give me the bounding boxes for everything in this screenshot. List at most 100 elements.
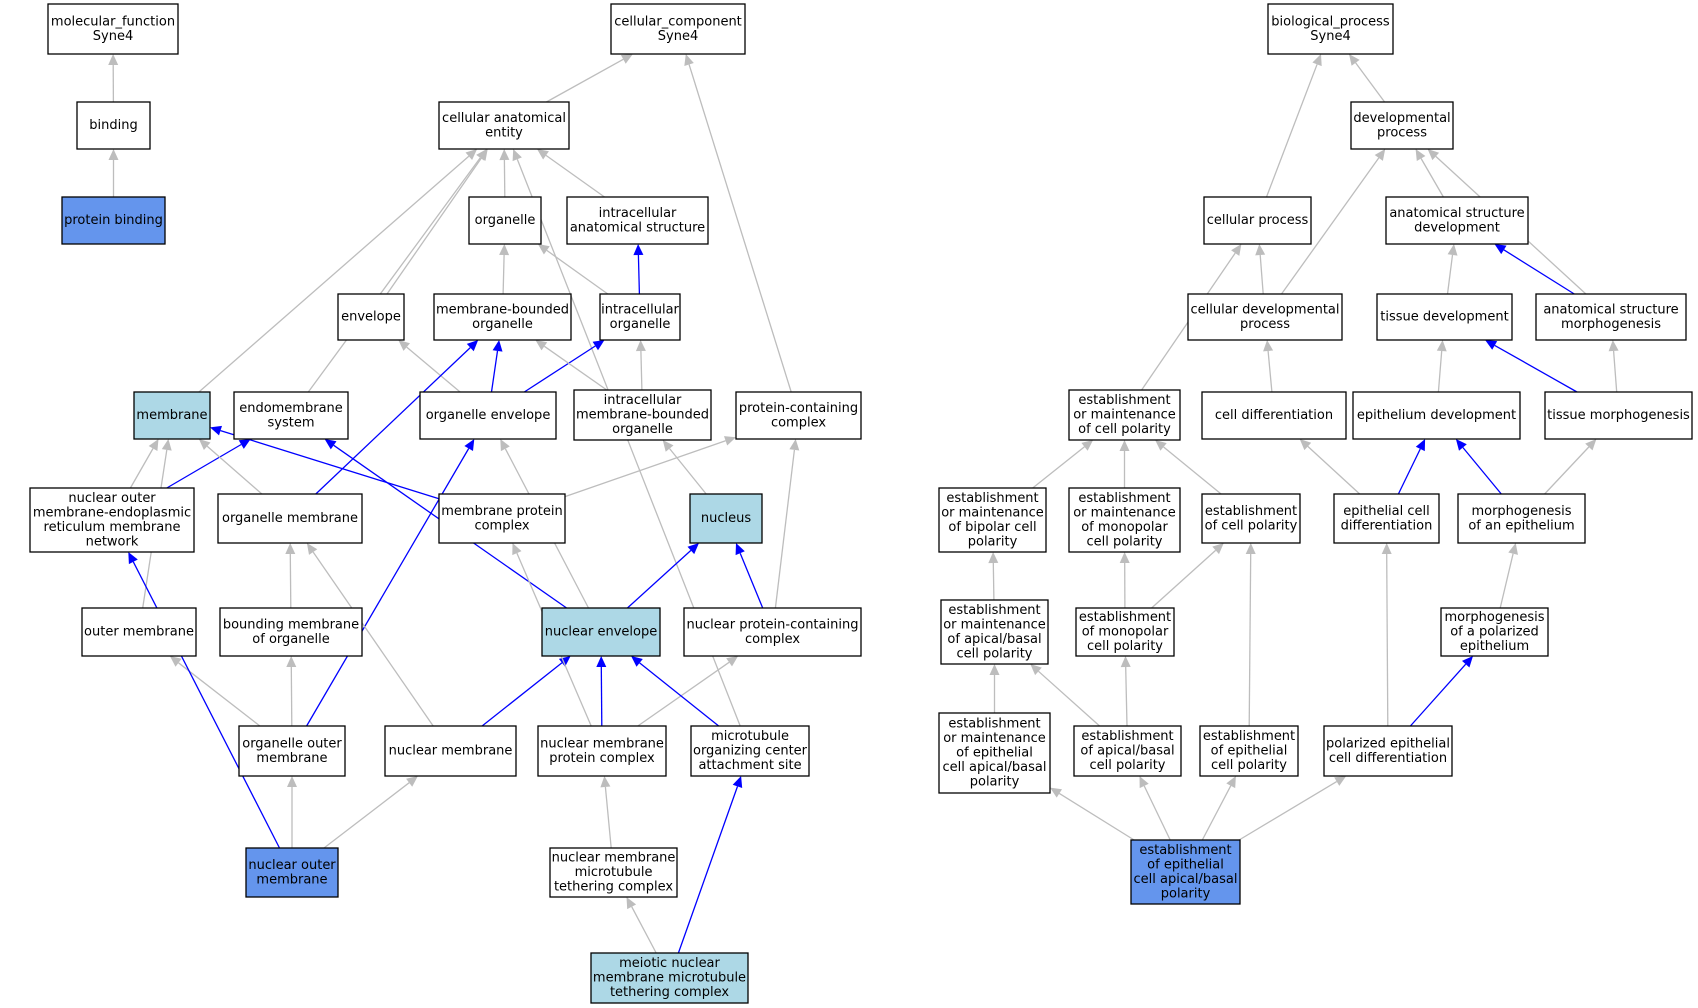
node-label-line: of a polarized [1450, 625, 1539, 640]
node-label-line: membrane microtubule [593, 971, 746, 986]
node-label-line: cell differentiation [1215, 408, 1333, 423]
node-nomer[interactable]: nuclear outermembrane-endoplasmicreticul… [29, 487, 195, 553]
edge-line [637, 254, 641, 295]
node-envelope[interactable]: envelope [337, 293, 405, 341]
edge-arrowhead [148, 439, 159, 451]
edge-arrowhead [596, 656, 607, 667]
edge-line [545, 154, 605, 198]
edge-pcc-to-cc [684, 54, 792, 393]
node-label-line: cellular process [1207, 213, 1309, 228]
node-organelle[interactable]: organelle [468, 196, 542, 245]
edge-nomer-to-membrane [129, 439, 159, 489]
node-label-line: of cell polarity [1205, 518, 1298, 533]
edge-nmpc-to-npcc [637, 656, 739, 727]
node-outermem[interactable]: outer membrane [81, 607, 197, 657]
edge-arrowhead [1263, 340, 1274, 352]
node-label-line: organelle outer [242, 736, 342, 751]
node-cellproc[interactable]: cellular process [1203, 196, 1312, 245]
node-label-line: tethering complex [610, 985, 729, 1000]
node-epidev[interactable]: epithelium development [1352, 391, 1521, 440]
edge-line [604, 786, 612, 849]
node-label-line: microtubule [575, 865, 653, 880]
node-box [419, 391, 557, 440]
node-label-line: organelle envelope [426, 408, 551, 423]
node-nucleus[interactable]: nucleus [689, 493, 763, 544]
edge-pecd-to-mpe [1409, 656, 1473, 727]
node-box [438, 493, 566, 544]
node-label-line: cell apical/basal [1133, 872, 1237, 887]
node-binding[interactable]: binding [76, 101, 151, 150]
node-label-line: morphogenesis [1471, 504, 1571, 519]
node-box [599, 293, 681, 341]
node-label-line: nuclear membrane [552, 851, 676, 866]
node-tissuemorph[interactable]: tissue morphogenesis [1544, 391, 1693, 440]
edge-arrowhead [324, 439, 337, 450]
node-protbind[interactable]: protein binding [61, 196, 166, 245]
edge-meiotic-to-mtoc [677, 776, 743, 954]
node-box [1544, 391, 1693, 440]
edge-arrowhead [662, 440, 674, 452]
node-celldiff[interactable]: cell differentiation [1201, 391, 1347, 440]
edge-line [481, 662, 563, 727]
node-label-line: cell polarity [1086, 534, 1162, 549]
edge-line [1265, 64, 1318, 198]
edge-line [544, 345, 608, 391]
node-label-line: protein complex [549, 751, 655, 766]
node-box [1350, 101, 1454, 150]
node-orgmem[interactable]: organelle membrane [217, 493, 363, 544]
edge-emabcp-to-embcp [988, 552, 999, 601]
node-orgenv[interactable]: organelle envelope [419, 391, 557, 440]
edge-orgouter-to-orgenv [306, 439, 475, 727]
node-box [938, 712, 1051, 794]
node-label-line: polarity [970, 775, 1020, 790]
node-tissuedev[interactable]: tissue development [1376, 293, 1513, 341]
edge-arrowhead [500, 439, 510, 452]
node-label-line: membrane [256, 751, 327, 766]
edge-arrowhead [108, 54, 119, 65]
node-membrane[interactable]: membrane [133, 391, 211, 440]
edge-line [639, 662, 720, 727]
node-nucmem[interactable]: nuclear membrane [384, 725, 517, 777]
edge-line [1446, 254, 1454, 295]
node-nucenv[interactable]: nuclear envelope [541, 607, 661, 657]
node-box [1130, 839, 1241, 905]
edge-moae-to-epidev [1455, 439, 1502, 495]
